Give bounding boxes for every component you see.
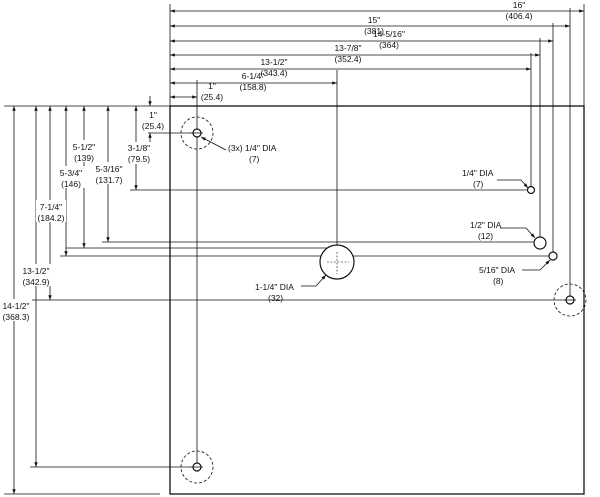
dim-metric-14-5-16: (364) [379, 40, 399, 50]
dim-metric-6-1-4: (158.8) [240, 82, 267, 92]
dim-metric-left-5-1-2: (139) [74, 153, 94, 163]
callout-1-1-4: 1-1/4" DIA [255, 282, 294, 292]
dim-metric-left-5-3-16: (131.7) [96, 175, 123, 185]
label-mask-5-3-4 [56, 166, 86, 188]
dim-label-left-5-3-16: 5-3/16" [95, 164, 122, 174]
large-hole-1-1-4 [319, 244, 355, 280]
dim-label-1in: 1" [208, 81, 216, 91]
dim-metric-left-3-1-8: (79.5) [128, 154, 150, 164]
leader-1-2 [500, 227, 536, 239]
leader-1-4-right [497, 179, 529, 189]
dim-metric-13-1-2: (343.4) [261, 68, 288, 78]
clearance-circle-top-left [180, 116, 214, 150]
dim-metric-left-13-1-2: (342.9) [23, 277, 50, 287]
dim-label-left-13-1-2: 13-1/2" [22, 266, 49, 276]
dim-label-left-14-1-2: 14-1/2" [2, 301, 29, 311]
leader-3x-1-4 [200, 136, 227, 151]
dim-label-15: 15" [368, 15, 380, 25]
dim-label-left-7-1-4: 7-1/4" [40, 202, 62, 212]
dim-metric-16: (406.4) [506, 11, 533, 21]
dim-metric-left-1in: (25.4) [142, 121, 164, 131]
callout-1-2: 1/2" DIA [470, 220, 502, 230]
clearance-circle-right [553, 283, 587, 317]
dim-label-left-5-3-4: 5-3/4" [60, 168, 82, 178]
callout-3x-1-4: (3x) 1/4" DIA [228, 143, 277, 153]
label-mask-7-1-4 [36, 200, 66, 222]
dim-label-left-5-1-2: 5-1/2" [73, 142, 95, 152]
dim-metric-15: (381) [364, 26, 384, 36]
dim-metric-1in: (25.4) [201, 92, 223, 102]
callout-5-16-metric: (8) [493, 276, 504, 286]
callout-1-1-4-metric: (32) [268, 293, 283, 303]
dim-metric-left-14-1-2: (368.3) [3, 312, 30, 322]
label-mask-5-3-16 [93, 162, 125, 184]
dim-label-left-1in: 1" [149, 110, 157, 120]
callout-5-16: 5/16" DIA [479, 265, 515, 275]
dim-label-13-1-2: 13-1/2" [260, 57, 287, 67]
callout-1-2-metric: (12) [478, 231, 493, 241]
dim-metric-13-7-8: (352.4) [335, 54, 362, 64]
small-hole-1-4 [526, 185, 536, 195]
leader-1-1-4 [301, 274, 327, 287]
callout-1-4-right-metric: (7) [473, 179, 484, 189]
dim-label-left-3-1-8: 3-1/8" [128, 143, 150, 153]
hole-5-16 [548, 251, 558, 261]
dim-label-13-7-8: 13-7/8" [334, 43, 361, 53]
label-mask-13-1-2 [20, 264, 52, 286]
leader-5-16 [522, 259, 551, 271]
dim-metric-left-5-3-4: (146) [61, 179, 81, 189]
label-mask-3-1-8 [124, 142, 154, 164]
hole-1-2 [533, 236, 547, 250]
callout-3x-1-4-metric: (7) [249, 154, 260, 164]
dim-label-16: 16" [513, 0, 525, 10]
callout-1-4-right: 1/4" DIA [462, 168, 494, 178]
dim-label-6-1-4: 6-1/4" [242, 71, 264, 81]
dim-metric-left-7-1-4: (184.2) [38, 213, 65, 223]
label-mask-14-1-2 [0, 299, 32, 321]
label-mask-5-1-2 [69, 140, 99, 162]
dim-label-14-5-16: 14-5/16" [373, 29, 405, 39]
clearance-circle-bottom-left [180, 450, 214, 484]
